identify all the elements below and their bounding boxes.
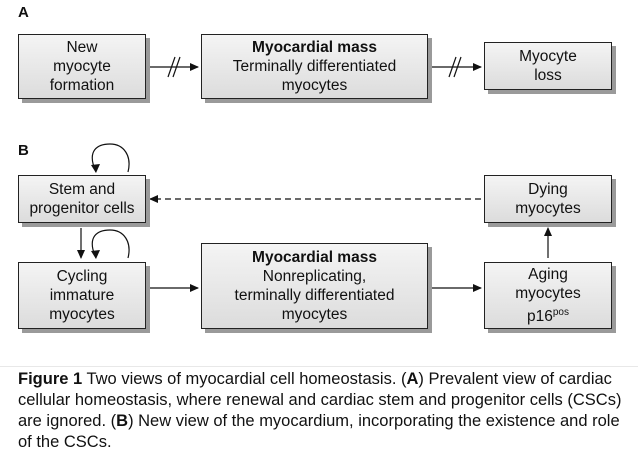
caption-text: Two views of myocardial cell homeostasis… bbox=[82, 370, 407, 388]
self-renewal-loop-stem bbox=[91, 143, 130, 173]
box-cycling-immature: Cycling immature myocytes bbox=[18, 262, 146, 329]
box-myocardial-mass-b: Myocardial mass Nonreplicating, terminal… bbox=[201, 243, 428, 329]
box-new-myocyte-formation: New myocyte formation bbox=[18, 34, 146, 99]
box-dying-myocytes: Dying myocytes bbox=[484, 175, 612, 223]
box-line: myocytes bbox=[515, 284, 581, 302]
box-line-marker: p16pos bbox=[527, 303, 569, 326]
box-line: progenitor cells bbox=[29, 200, 135, 217]
box-myocyte-loss: Myocyte loss bbox=[484, 42, 612, 90]
box-line: myocytes bbox=[281, 77, 348, 94]
figure-caption: Figure 1 Two views of myocardial cell ho… bbox=[18, 369, 623, 453]
box-line: myocytes bbox=[515, 200, 581, 217]
caption-text: ) New view of the myocardium, incorporat… bbox=[18, 412, 620, 451]
box-myocardial-mass-a: Myocardial mass Terminally differentiate… bbox=[201, 34, 428, 99]
box-line: myocytes bbox=[281, 306, 348, 323]
box-line: Stem and bbox=[48, 181, 116, 198]
divider bbox=[0, 366, 638, 367]
box-line: Myocyte bbox=[519, 48, 577, 65]
box-line: Terminally differentiated bbox=[232, 58, 397, 75]
box-stem-progenitor: Stem and progenitor cells bbox=[18, 175, 146, 223]
box-line: terminally differentiated bbox=[234, 287, 395, 304]
box-line: formation bbox=[49, 77, 115, 94]
box-line: New bbox=[66, 39, 98, 56]
caption-panel-b-ref: B bbox=[116, 412, 129, 430]
box-line: Aging bbox=[528, 265, 568, 283]
panel-a-label: A bbox=[18, 4, 29, 21]
box-line: Nonreplicating, bbox=[262, 268, 367, 285]
caption-text: ) Prevalent view of cardiac cellular hom… bbox=[18, 370, 622, 430]
diagram-area: A New myocyte formation Myocardial mass … bbox=[18, 4, 612, 329]
arrow-mass-to-loss bbox=[432, 56, 482, 78]
caption-panel-a-ref: A bbox=[406, 370, 419, 388]
box-line: loss bbox=[534, 67, 562, 84]
box-line: myocytes bbox=[49, 306, 115, 323]
box-line: Dying bbox=[528, 181, 568, 198]
box-line: Cycling bbox=[56, 268, 108, 285]
box-line: myocyte bbox=[53, 58, 111, 75]
box-title: Myocardial mass bbox=[252, 39, 377, 56]
connectors bbox=[77, 56, 552, 292]
self-renewal-loop-cycling bbox=[91, 229, 130, 259]
box-line: immature bbox=[49, 287, 115, 304]
marker-superscript: pos bbox=[552, 306, 569, 318]
panel-b-label: B bbox=[18, 142, 29, 159]
caption-label: Figure 1 bbox=[18, 370, 83, 388]
marker-text: p16 bbox=[527, 308, 553, 326]
arrow-new-to-mass bbox=[150, 56, 199, 78]
box-aging-myocytes: Aging myocytes p16pos bbox=[484, 262, 612, 329]
box-title: Myocardial mass bbox=[252, 249, 377, 266]
